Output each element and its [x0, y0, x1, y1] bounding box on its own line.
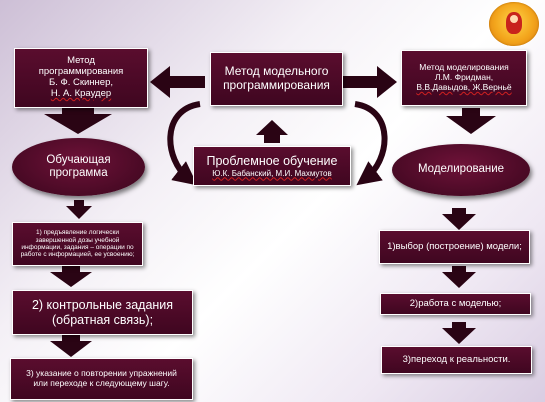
arrow-down-right-2	[442, 266, 476, 288]
fridman-line3: В.В.Давыдов, Ж.Верньё	[416, 81, 512, 92]
step3-left-box: 3) указание о повторении упражнений или …	[10, 358, 193, 400]
curved-arrow-left	[167, 101, 201, 186]
teaching-program-line1: Обучающая	[46, 153, 111, 166]
fridman-method-box: Метод моделирования Л.М. Фридман, В.В.Да…	[401, 50, 527, 106]
model-method-line2: программирования	[223, 78, 330, 92]
fridman-line1: Метод моделирования	[419, 62, 509, 73]
teaching-program-line2: программа	[49, 167, 108, 179]
double-arrow-right	[343, 66, 397, 98]
arrow-down-fridman	[446, 108, 496, 134]
step1-right-text: 1)выбор (построение) модели;	[387, 240, 522, 252]
double-arrow-left	[150, 66, 205, 98]
arrow-down-skinner	[44, 108, 112, 134]
arrow-down-left-3	[50, 335, 92, 357]
skinner-line2: программирования	[38, 66, 124, 78]
modeling-oval: Моделирование	[392, 144, 530, 196]
model-method-box: Метод модельного программирования	[210, 52, 343, 106]
arrow-down-right-1	[442, 208, 476, 230]
step1-right-box: 1)выбор (построение) модели;	[379, 230, 530, 264]
curved-arrow-right	[354, 101, 388, 186]
step1-left-box: 1) предъявление логически завершенной до…	[12, 222, 143, 266]
problem-learning-authors: Ю.К. Бабанский, М.И. Махмутов	[212, 168, 332, 178]
arrow-down-left-2	[50, 266, 92, 287]
step2-right-text: 2)работа с моделью;	[409, 297, 502, 309]
step3-right-text: 3)переход к реальности.	[402, 353, 511, 365]
step2-left-text: 2) контрольные задания (обратная связь);	[31, 298, 174, 327]
problem-learning-title: Проблемное обучение	[206, 154, 338, 169]
step2-right-box: 2)работа с моделью;	[380, 293, 531, 315]
step2-left-box: 2) контрольные задания (обратная связь);	[12, 290, 193, 335]
modeling-label: Моделирование	[417, 163, 505, 176]
skinner-method-box: Метод программирования Б. Ф. Скиннер, Н.…	[14, 48, 148, 108]
arrow-down-left-1	[66, 200, 92, 219]
teaching-program-oval: Обучающая программа	[12, 138, 145, 196]
skinner-line1: Метод	[67, 55, 95, 67]
arrow-up-problem	[256, 120, 288, 143]
skinner-line4: Н. А. Краудер	[50, 87, 112, 99]
matryoshka-logo-icon	[489, 2, 539, 46]
fridman-line2: Л.М. Фридман,	[434, 72, 494, 83]
step1-left-text: 1) предъявление логически завершенной до…	[20, 229, 135, 259]
problem-learning-box: Проблемное обучение Ю.К. Бабанский, М.И.…	[193, 146, 351, 186]
model-method-line1: Метод модельного	[224, 64, 329, 79]
step3-right-box: 3)переход к реальности.	[381, 346, 532, 374]
arrow-down-right-3	[442, 322, 476, 344]
step3-left-text: 3) указание о повторении упражнений или …	[26, 368, 177, 388]
skinner-line3: Б. Ф. Скиннер,	[48, 77, 114, 88]
